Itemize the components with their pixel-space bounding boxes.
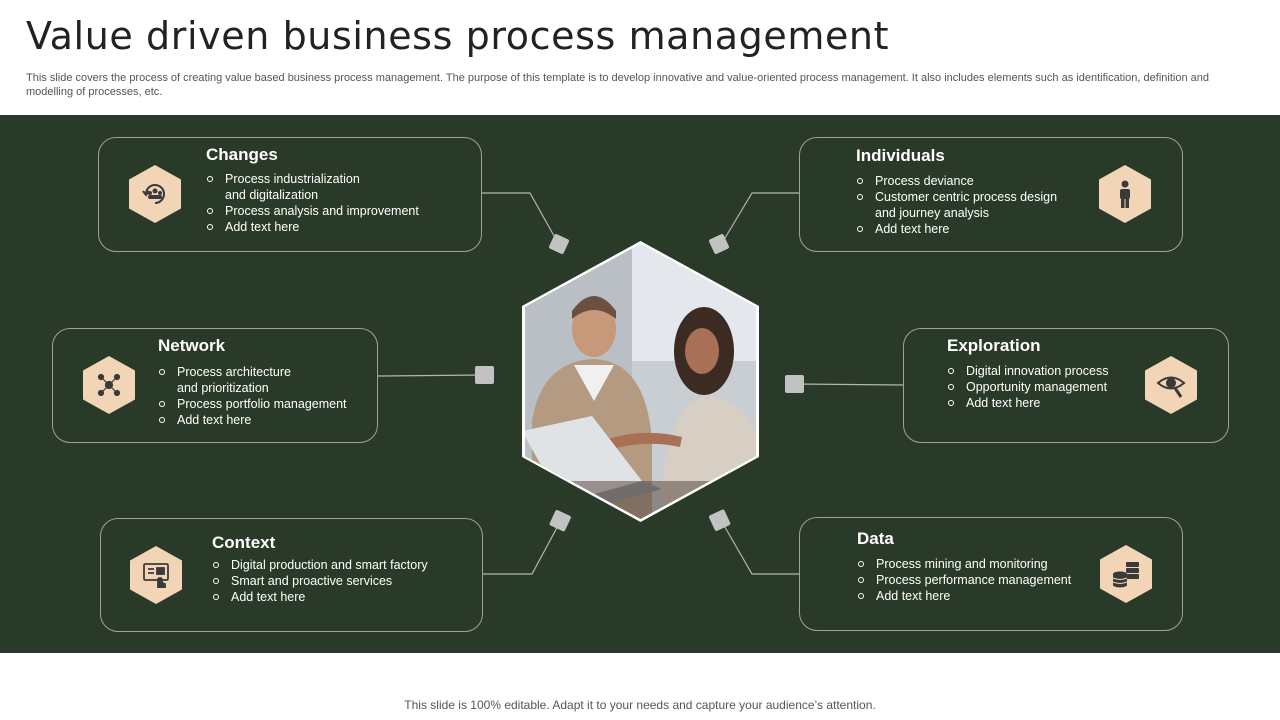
list-item: Process mining and monitoring xyxy=(857,556,1071,572)
card-title-individuals: Individuals xyxy=(856,146,945,165)
list-item: Add text here xyxy=(947,395,1108,411)
connector-node xyxy=(709,509,731,531)
list-item: Digital production and smart factory xyxy=(212,557,428,573)
list-item: Process analysis and improvement xyxy=(206,203,419,219)
card-list-context: Digital production and smart factory Sma… xyxy=(212,557,428,605)
slide-subtitle: This slide covers the process of creatin… xyxy=(26,72,1209,98)
card-list-individuals: Process deviance Customer centric proces… xyxy=(856,173,1057,237)
card-title-context: Context xyxy=(212,533,276,552)
connector-node xyxy=(709,234,729,254)
card-list-exploration: Digital innovation process Opportunity m… xyxy=(947,363,1108,411)
list-item: Add text here xyxy=(856,221,1057,237)
connector-node xyxy=(785,375,804,393)
card-changes xyxy=(98,137,482,252)
card-title-network: Network xyxy=(158,336,226,355)
list-item: Process industrialization xyxy=(206,171,419,187)
card-context xyxy=(100,518,483,632)
card-individuals xyxy=(799,137,1183,252)
list-item-continuation: and journey analysis xyxy=(875,206,989,220)
team-cycle-icon xyxy=(129,165,181,223)
card-list-network: Process architecture and prioritization … xyxy=(158,364,347,428)
card-title-changes: Changes xyxy=(206,145,278,164)
list-item-continuation: and prioritization xyxy=(177,381,269,395)
list-item-continuation: and digitalization xyxy=(225,188,319,202)
list-item: Opportunity management xyxy=(947,379,1108,395)
card-title-data: Data xyxy=(857,529,894,548)
card-list-data: Process mining and monitoring Process pe… xyxy=(857,556,1071,604)
list-item: Process portfolio management xyxy=(158,396,347,412)
card-title-exploration: Exploration xyxy=(947,336,1041,355)
connector-node xyxy=(549,510,571,532)
card-exploration xyxy=(903,328,1229,443)
list-item: Customer centric process design xyxy=(856,189,1057,205)
list-item: Add text here xyxy=(206,219,419,235)
list-item: Process performance management xyxy=(857,572,1071,588)
card-list-changes: Process industrialization and digitaliza… xyxy=(206,171,419,235)
list-item: Add text here xyxy=(212,589,428,605)
touch-screen-icon xyxy=(130,546,182,604)
list-item: Process architecture xyxy=(158,364,347,380)
list-item: Add text here xyxy=(857,588,1071,604)
connector-node xyxy=(549,234,569,254)
list-item: Add text here xyxy=(158,412,347,428)
footer-note: This slide is 100% editable. Adapt it to… xyxy=(404,698,876,712)
center-photo xyxy=(522,241,759,522)
card-data xyxy=(799,517,1183,631)
list-item: Digital innovation process xyxy=(947,363,1108,379)
list-item: Smart and proactive services xyxy=(212,573,428,589)
list-item: Process deviance xyxy=(856,173,1057,189)
slide-title: Value driven business process management xyxy=(26,14,890,58)
card-network xyxy=(52,328,378,443)
connector-node xyxy=(475,366,494,384)
